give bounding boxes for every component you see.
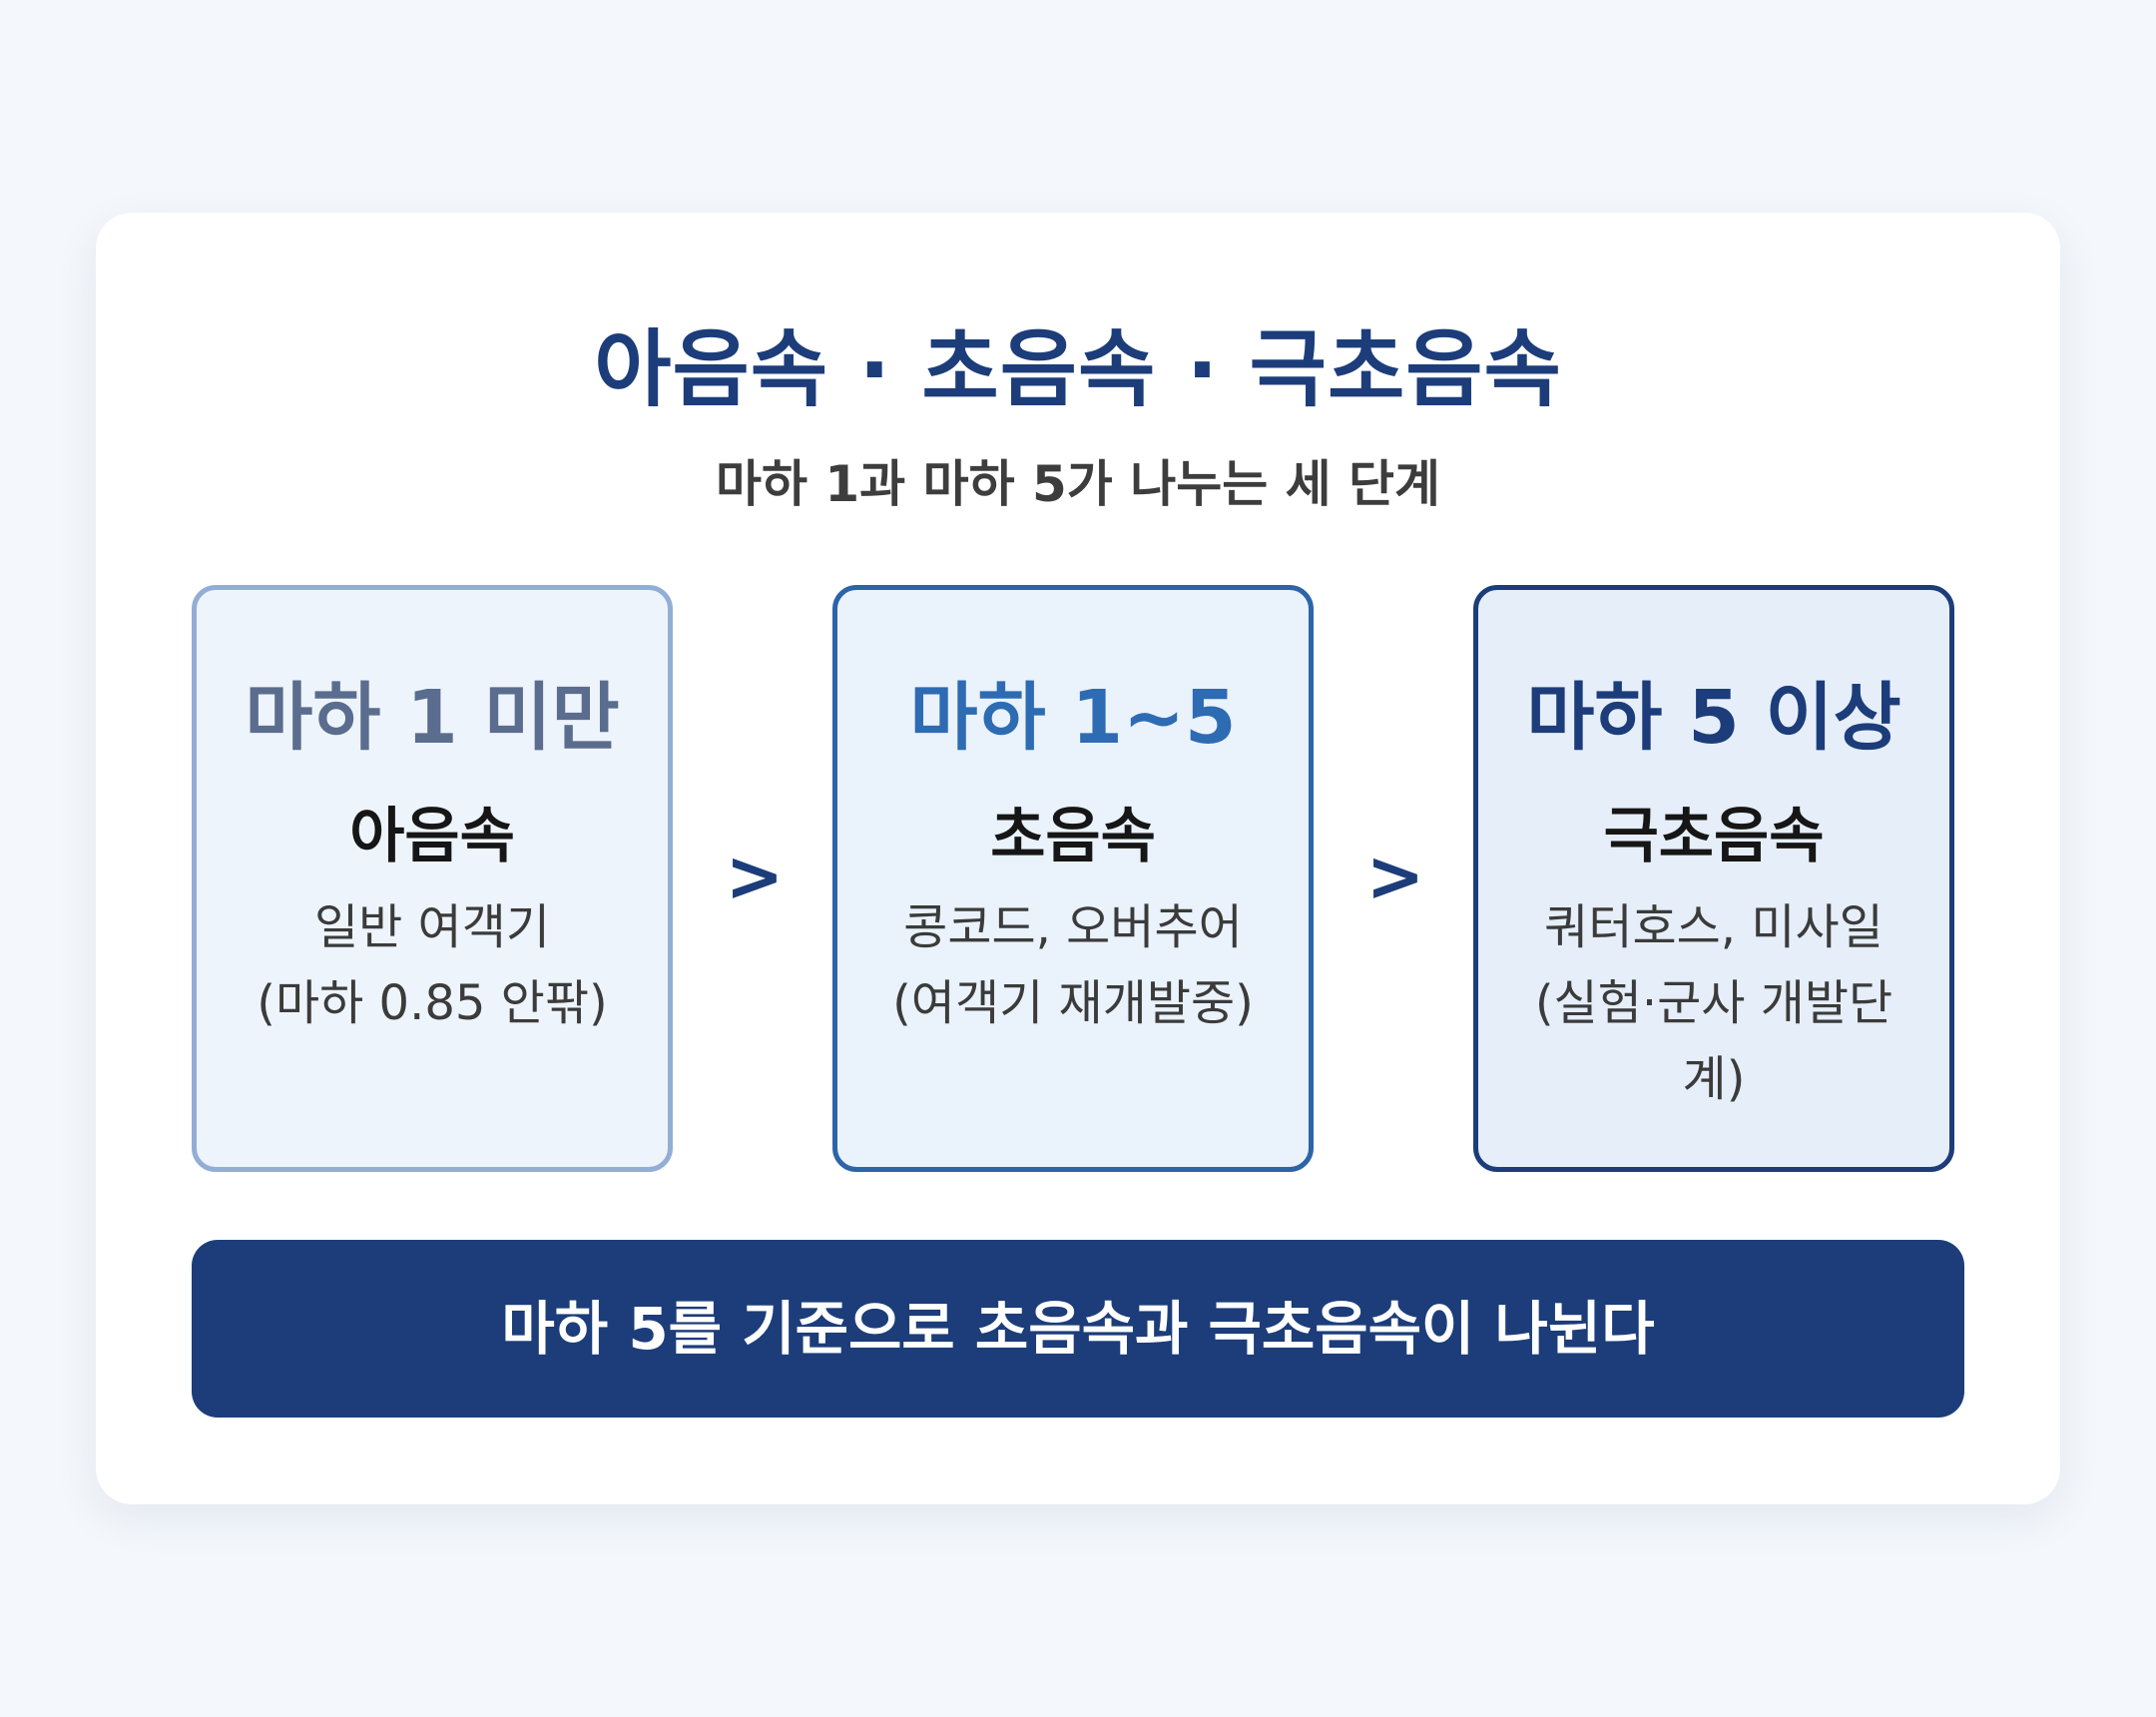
stage-range: 마하 5 이상 <box>1526 675 1901 761</box>
stage-box-supersonic: 마하 1~5 초음속 콩코드, 오버추어 (여객기 재개발중) <box>832 585 1314 1172</box>
stage-box-subsonic: 마하 1 미만 아음속 일반 여객기 (마하 0.85 안팎) <box>192 585 673 1172</box>
stage-box-hypersonic: 마하 5 이상 극초음속 쿼터호스, 미사일 (실험·군사 개발단계) <box>1473 585 1954 1172</box>
stage-name: 초음속 <box>990 802 1156 871</box>
stage-range: 마하 1~5 <box>909 675 1237 761</box>
stage-description: 쿼터호스, 미사일 (실험·군사 개발단계) <box>1508 889 1919 1117</box>
stage-description-line: 일반 여객기 <box>313 899 551 955</box>
stage-description: 콩코드, 오버추어 (여객기 재개발중) <box>867 889 1279 1041</box>
summary-banner: 마하 5를 기준으로 초음속과 극초음속이 나뉜다 <box>192 1240 1964 1418</box>
stage-range: 마하 1 미만 <box>245 675 620 761</box>
stage-description: 일반 여객기 (마하 0.85 안팎) <box>227 889 638 1041</box>
page-title: 아음속 · 초음속 · 극초음속 <box>594 320 1562 418</box>
stage-description-line: 쿼터호스, 미사일 <box>1544 899 1884 955</box>
stage-description-line: (마하 0.85 안팎) <box>257 975 608 1031</box>
greater-than-icon: > <box>1365 836 1425 917</box>
diagram-card: 아음속 · 초음속 · 극초음속 마하 1과 마하 5가 나누는 세 단계 마하… <box>96 213 2060 1504</box>
page-subtitle: 마하 1과 마하 5가 나누는 세 단계 <box>715 455 1441 513</box>
stage-name: 극초음속 <box>1603 802 1825 871</box>
stage-name: 아음속 <box>349 802 515 871</box>
stage-description-line: (실험·군사 개발단계) <box>1534 975 1893 1107</box>
stage-description-line: (여객기 재개발중) <box>892 975 1254 1031</box>
stage-description-line: 콩코드, 오버추어 <box>903 899 1243 955</box>
greater-than-icon: > <box>725 836 785 917</box>
